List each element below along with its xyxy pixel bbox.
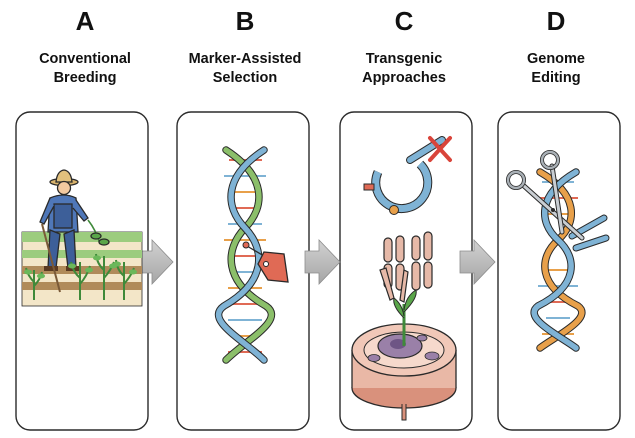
plant-cell-icon — [351, 231, 457, 421]
panel-d-title-line2: Editing — [531, 70, 580, 86]
panel-a-title-line1: Conventional — [39, 51, 131, 67]
panel-b-header: B Marker-Assisted Selection — [189, 6, 302, 86]
panel-c-header: C Transgenic Approaches — [362, 6, 446, 86]
panel-a-title-line2: Breeding — [54, 70, 117, 86]
panel-c-title-line1: Transgenic — [366, 51, 443, 67]
panel-d-letter: D — [547, 6, 566, 36]
arrow-icon — [304, 239, 341, 285]
panel-b-title-line1: Marker-Assisted — [189, 51, 302, 67]
dna-marker-icon — [214, 146, 289, 364]
panel-c-letter: C — [395, 6, 414, 36]
panel-b-title-line2: Selection — [213, 70, 277, 86]
panel-d-header: D Genome Editing — [527, 6, 585, 86]
plasmid-icon — [363, 136, 452, 215]
arrow-icon — [459, 239, 496, 285]
farmer-icon — [21, 169, 143, 307]
panel-a-letter: A — [76, 6, 95, 36]
scissors-icon — [506, 150, 585, 241]
panel-d-title-line1: Genome — [527, 51, 585, 67]
panel-a-header: A Conventional Breeding — [39, 6, 131, 86]
panel-c-title-line2: Approaches — [362, 70, 446, 86]
panel-b-letter: B — [236, 6, 255, 36]
